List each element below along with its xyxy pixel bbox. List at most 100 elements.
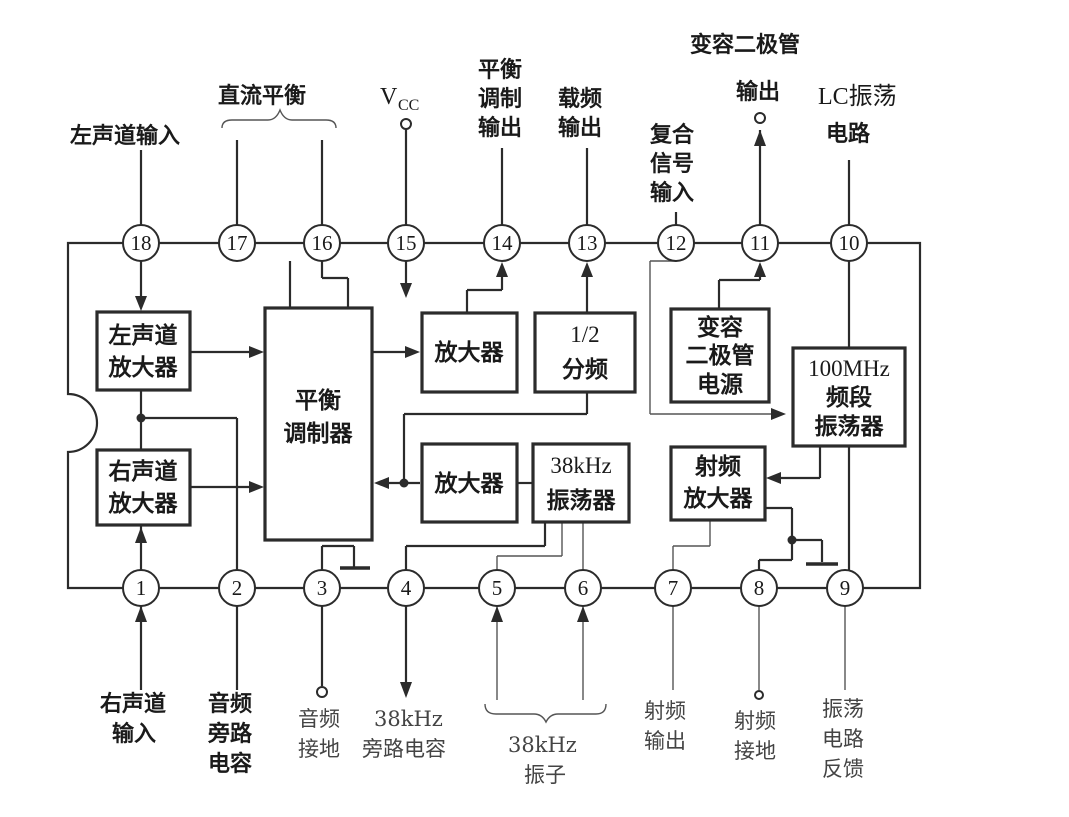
svg-text:振荡器: 振荡器 [547,487,617,514]
svg-text:调制器: 调制器 [284,421,354,447]
label-lc-osc: LC振荡 电路 [818,83,897,147]
svg-text:V: V [380,84,398,110]
label-dc-balance: 直流平衡 [218,83,337,129]
svg-text:18: 18 [131,231,152,255]
svg-text:调制: 调制 [478,87,522,112]
svg-text:旁路: 旁路 [207,721,253,747]
svg-text:11: 11 [750,231,770,255]
label-audio-ground: 音频 接地 [298,707,340,761]
svg-text:38kHz: 38kHz [508,733,577,757]
pin-8: 8 [740,569,778,607]
svg-text:振子: 振子 [524,763,566,787]
svg-text:射频: 射频 [694,453,741,480]
svg-text:分频: 分频 [562,357,608,383]
svg-text:14: 14 [492,231,514,255]
label-rf-ground: 射频 接地 [734,709,776,763]
svg-text:左声道: 左声道 [109,322,178,349]
svg-text:输入: 输入 [112,721,156,747]
label-osc-feedback: 振荡 电路 反馈 [822,697,864,781]
svg-text:10: 10 [839,231,860,255]
svg-text:音频: 音频 [208,691,252,717]
svg-text:射频: 射频 [734,709,776,733]
svg-text:射频: 射频 [644,699,686,723]
label-varactor-out: 变容二极管 输出 [690,32,800,105]
pin-9: 9 [826,569,864,607]
label-audio-bypass: 音频 旁路 电容 [207,691,253,777]
svg-text:输出: 输出 [478,115,522,141]
half-divider: 1/2 分频 [533,311,637,394]
rf-amplifier: 射频 放大器 [669,445,767,522]
svg-text:输出: 输出 [644,729,686,753]
pin-6: 6 [564,569,602,607]
svg-text:2: 2 [232,576,243,600]
svg-text:9: 9 [840,576,851,600]
pin-3: 3 [303,569,341,607]
svg-text:变容: 变容 [697,314,743,341]
svg-text:5: 5 [492,576,503,600]
svg-text:17: 17 [227,231,248,255]
svg-text:7: 7 [668,576,679,600]
oscillator-38khz: 38kHz 振荡器 [531,442,631,524]
label-right-input: 右声道 输入 [100,691,166,747]
label-carrier-out: 载频 输出 [558,86,602,141]
svg-text:振荡器: 振荡器 [815,413,885,440]
svg-text:3: 3 [317,576,328,600]
pin-5: 5 [478,569,516,607]
svg-text:右声道: 右声道 [109,458,178,485]
svg-text:接地: 接地 [734,739,776,763]
svg-text:38kHz: 38kHz [374,707,443,731]
svg-text:输出: 输出 [558,115,602,141]
svg-text:反馈: 反馈 [822,757,864,781]
pin-7: 7 [654,569,692,607]
svg-text:100MHz: 100MHz [808,356,890,381]
svg-text:LC振荡: LC振荡 [818,83,897,110]
svg-text:复合: 复合 [649,122,695,148]
pin-13: 13 [568,224,606,262]
pin-14: 14 [483,224,521,262]
left-channel-amp: 左声道 放大器 [95,310,192,392]
pin-15: 15 [387,224,425,262]
pin-10: 10 [830,224,868,262]
varactor-power: 变容 二极管 电源 [669,307,771,404]
pin-11: 11 [741,224,779,262]
svg-text:1/2: 1/2 [570,322,599,347]
pin-4: 4 [387,569,425,607]
svg-text:13: 13 [577,231,598,255]
svg-text:电容: 电容 [208,751,252,777]
svg-text:音频: 音频 [298,707,340,731]
svg-text:旁路电容: 旁路电容 [362,737,446,761]
svg-text:4: 4 [401,576,412,600]
svg-text:放大器: 放大器 [108,490,179,517]
svg-text:平衡: 平衡 [478,57,522,83]
svg-text:载频: 载频 [558,86,602,112]
svg-text:平衡: 平衡 [295,387,341,414]
svg-text:二极管: 二极管 [686,342,755,369]
amplifier-upper: 放大器 [420,311,519,394]
pin-16: 16 [303,224,341,262]
svg-text:输出: 输出 [736,79,780,105]
amplifier-lower: 放大器 [420,442,519,524]
svg-text:CC: CC [398,97,419,114]
balanced-modulator: 平衡 调制器 [263,306,374,542]
svg-text:电路: 电路 [822,727,864,751]
svg-text:振荡: 振荡 [822,697,864,721]
svg-text:电路: 电路 [826,121,871,147]
svg-text:8: 8 [754,576,765,600]
svg-text:信号: 信号 [650,151,694,177]
svg-text:右声道: 右声道 [100,691,166,717]
svg-text:1: 1 [136,576,147,600]
ic-outline [66,241,922,590]
svg-text:直流平衡: 直流平衡 [218,83,306,109]
svg-text:放大器: 放大器 [108,354,179,381]
label-vcc: V CC [380,84,419,114]
svg-text:输入: 输入 [650,180,694,206]
label-rf-out: 射频 输出 [644,699,686,753]
label-crystal-38k: 38kHz 振子 [484,703,607,787]
pin-2: 2 [218,569,256,607]
svg-text:16: 16 [312,231,333,255]
label-balance-out: 平衡 调制 输出 [478,57,522,141]
svg-text:放大器: 放大器 [683,485,754,512]
pin-18: 18 [122,224,160,262]
pin-12: 12 [657,224,695,262]
